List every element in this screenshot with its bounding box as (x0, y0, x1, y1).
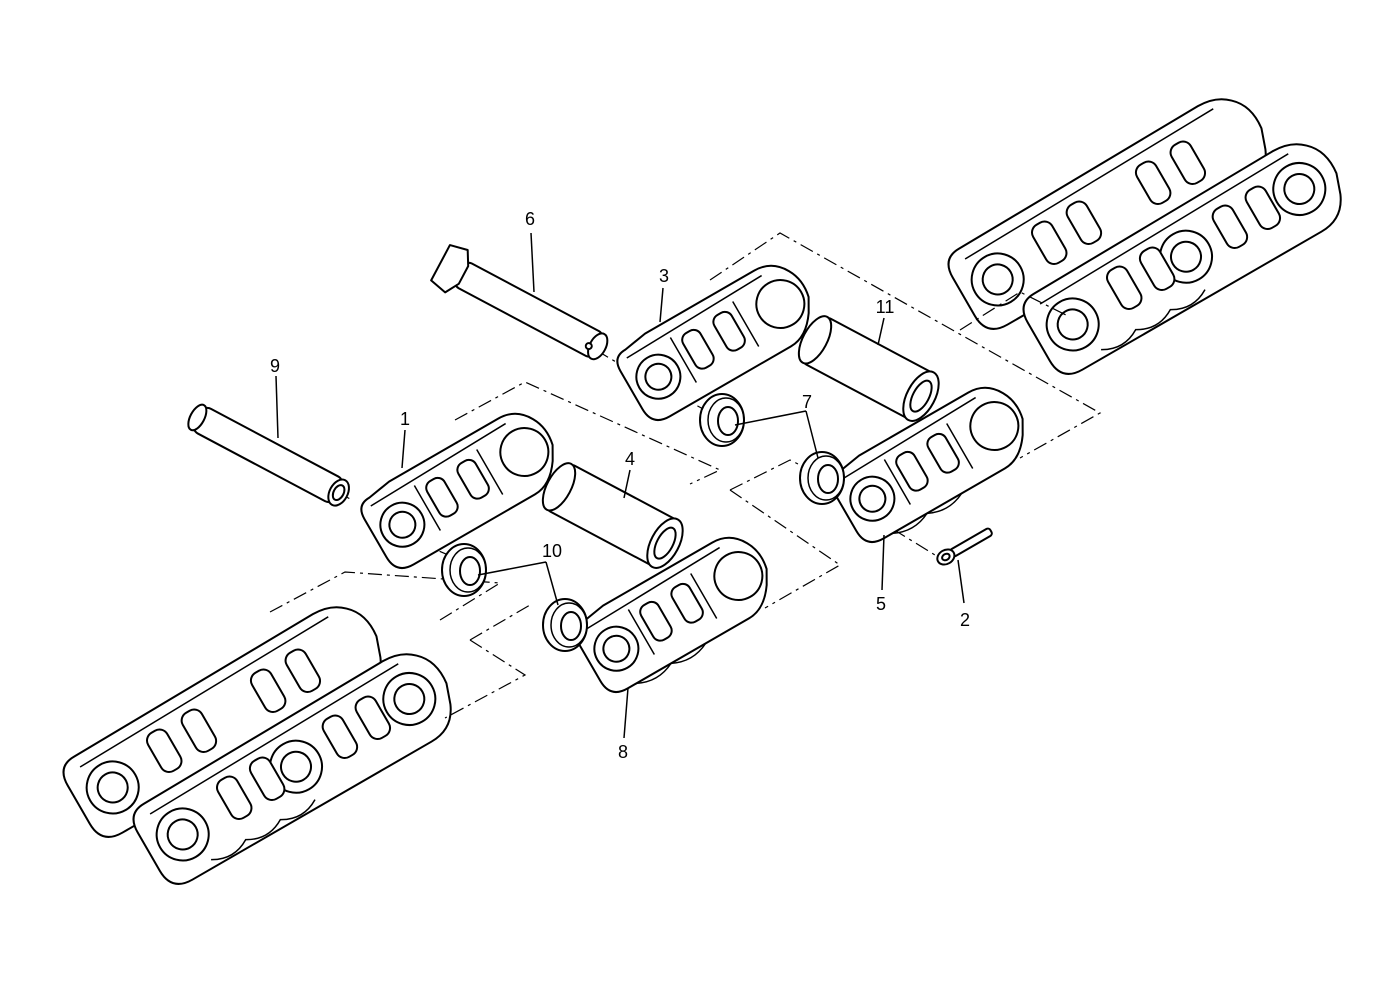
part-5-link (823, 373, 1042, 550)
callout-1: 1 (400, 409, 410, 429)
assembled-chain-right (947, 98, 1342, 375)
callout-4: 4 (625, 449, 635, 469)
callout-10: 10 (542, 541, 562, 561)
assembly-center-lines (269, 232, 1102, 719)
callout-11: 11 (876, 297, 895, 317)
callout-6: 6 (525, 209, 535, 229)
assembled-chain-left (62, 606, 452, 885)
leader-lines (275, 232, 965, 739)
callout-3: 3 (659, 266, 669, 286)
part-8-link (567, 523, 786, 700)
part-9-pin (187, 403, 350, 507)
part-10-seal-b (542, 598, 588, 652)
callout-8: 8 (618, 742, 628, 762)
part-11-bushing (790, 309, 948, 428)
part-7-seal-a (699, 393, 745, 447)
callout-labels: 6 3 11 9 7 1 4 10 5 2 8 (270, 209, 970, 762)
part-2-cotter-pin (936, 527, 993, 566)
part-7-seal-b (799, 451, 845, 505)
part-10-seal-a (441, 543, 487, 597)
callout-2: 2 (960, 610, 970, 630)
callout-5: 5 (876, 594, 886, 614)
part-6-pin (430, 244, 609, 361)
callout-7: 7 (802, 392, 812, 412)
callout-9: 9 (270, 356, 280, 376)
